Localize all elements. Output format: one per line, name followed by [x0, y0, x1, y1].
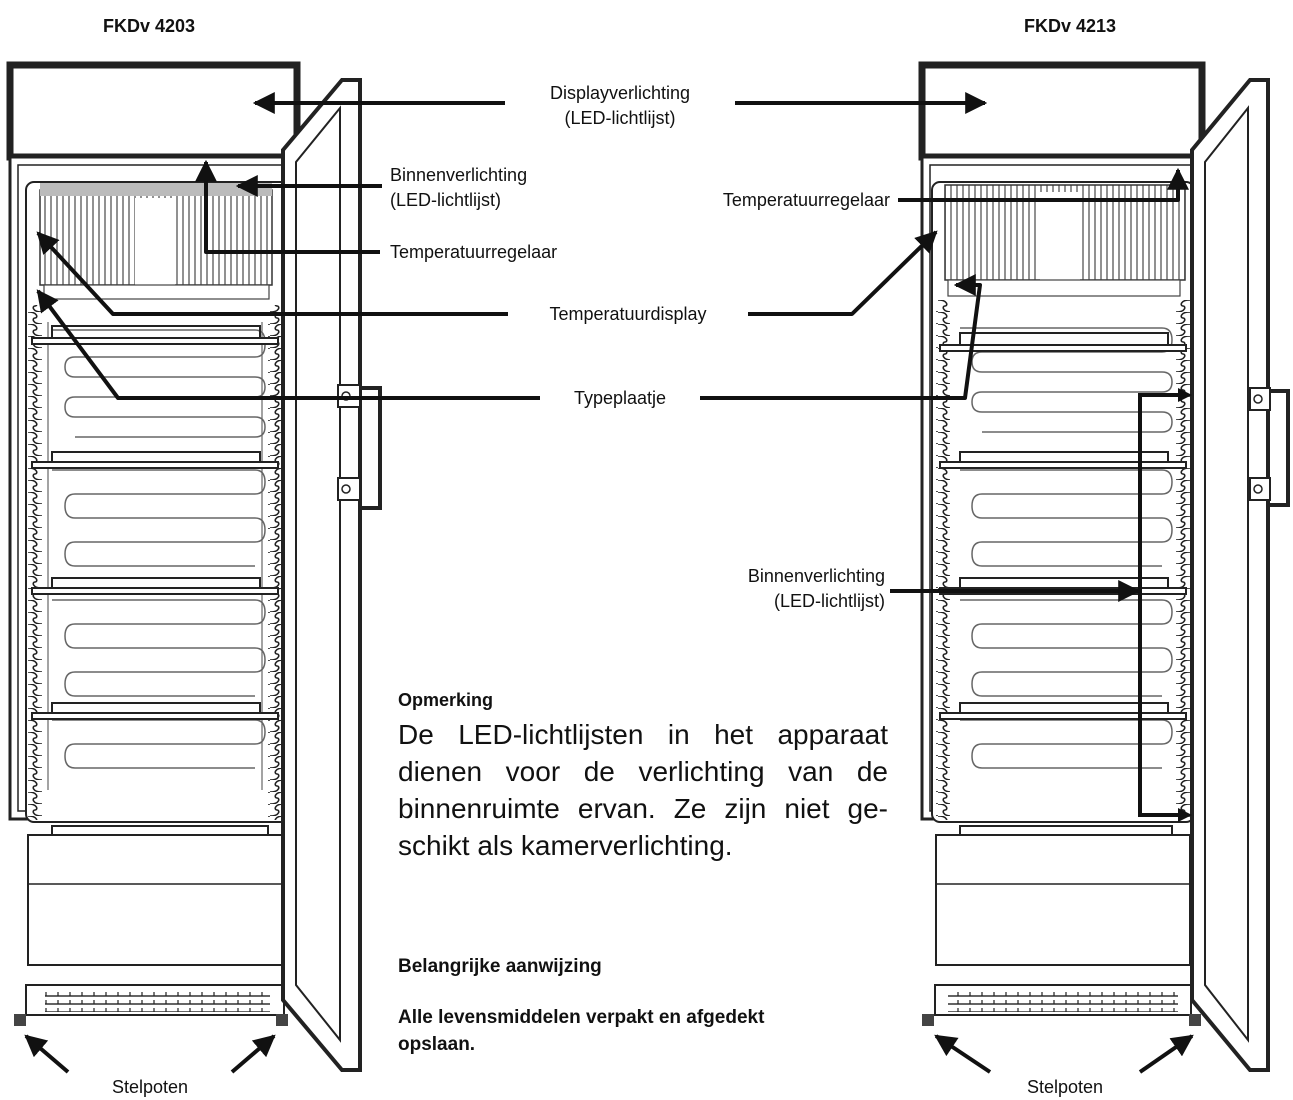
side-wall-right [268, 305, 282, 820]
bracket-arrowheads [1178, 388, 1192, 822]
label-display-lighting-sub: (LED-lichtlijst) [564, 108, 675, 128]
bottom-compartment [27, 834, 284, 966]
side-wall-left [936, 300, 950, 820]
model-title-left: FKDv 4203 [103, 16, 195, 36]
arrow-leveling-foot-2 [230, 1034, 276, 1074]
label-temperature-controller-right: Temperatuurregelaar [723, 190, 890, 210]
callout-arrows [24, 92, 1194, 1074]
interior-light-strip [40, 183, 272, 196]
label-leveling-feet-left: Stelpoten [112, 1077, 188, 1097]
fridge-fkdv-4213 [918, 61, 1290, 1072]
arrow-temperature-controller-right [898, 167, 1189, 202]
arrow-type-plate-left [36, 289, 540, 400]
label-temperature-controller-left: Temperatuurregelaar [390, 242, 557, 262]
arrow-leveling-foot-1 [24, 1034, 70, 1074]
label-interior-lighting-right-sub: (LED-lichtlijst) [774, 591, 885, 611]
evaporator-coil [960, 327, 1173, 769]
arrow-temperature-display-left [36, 231, 508, 316]
display-box [918, 61, 1206, 161]
interior-light-strip-bracket-right [1138, 393, 1188, 817]
arrow-type-plate-right [700, 274, 982, 400]
fridge-fkdv-4203 [6, 61, 382, 1072]
note-heading: Opmerking [398, 690, 494, 710]
arrow-temperature-controller-left [195, 159, 380, 254]
label-type-plate: Typeplaatje [574, 388, 666, 408]
arrow-leveling-foot-4 [1138, 1034, 1194, 1074]
side-wall-left [28, 305, 42, 820]
foot-left [922, 1014, 934, 1026]
label-temperature-display: Temperatuurdisplay [549, 304, 706, 324]
evaporator-coil [52, 329, 266, 769]
foot-left [14, 1014, 26, 1026]
foot-right [276, 1014, 288, 1026]
important-heading: Belangrijke aanwijzing [398, 956, 602, 977]
door-handle [1249, 387, 1290, 507]
label-display-lighting: Displayverlichting [550, 83, 690, 103]
important-body: Alle levensmiddelen verpakt en afgedekt … [398, 1007, 765, 1055]
note-body: De LED-lichtlijsten in het apparaat dien… [398, 719, 888, 861]
foot-right [1189, 1014, 1201, 1026]
label-leveling-feet-right: Stelpoten [1027, 1077, 1103, 1097]
label-interior-lighting-left-sub: (LED-lichtlijst) [390, 190, 501, 210]
side-wall-right [1176, 300, 1190, 820]
label-interior-lighting-left: Binnenverlichting [390, 165, 527, 185]
arrow-temperature-display-right [748, 230, 938, 316]
shelves [31, 325, 279, 835]
model-title-right: FKDv 4213 [1024, 16, 1116, 36]
bottom-compartment [935, 834, 1191, 966]
door [1190, 78, 1270, 1072]
door [281, 78, 362, 1072]
arrow-leveling-foot-3 [934, 1034, 992, 1074]
display-box [6, 61, 301, 161]
label-interior-lighting-right: Binnenverlichting [748, 566, 885, 586]
